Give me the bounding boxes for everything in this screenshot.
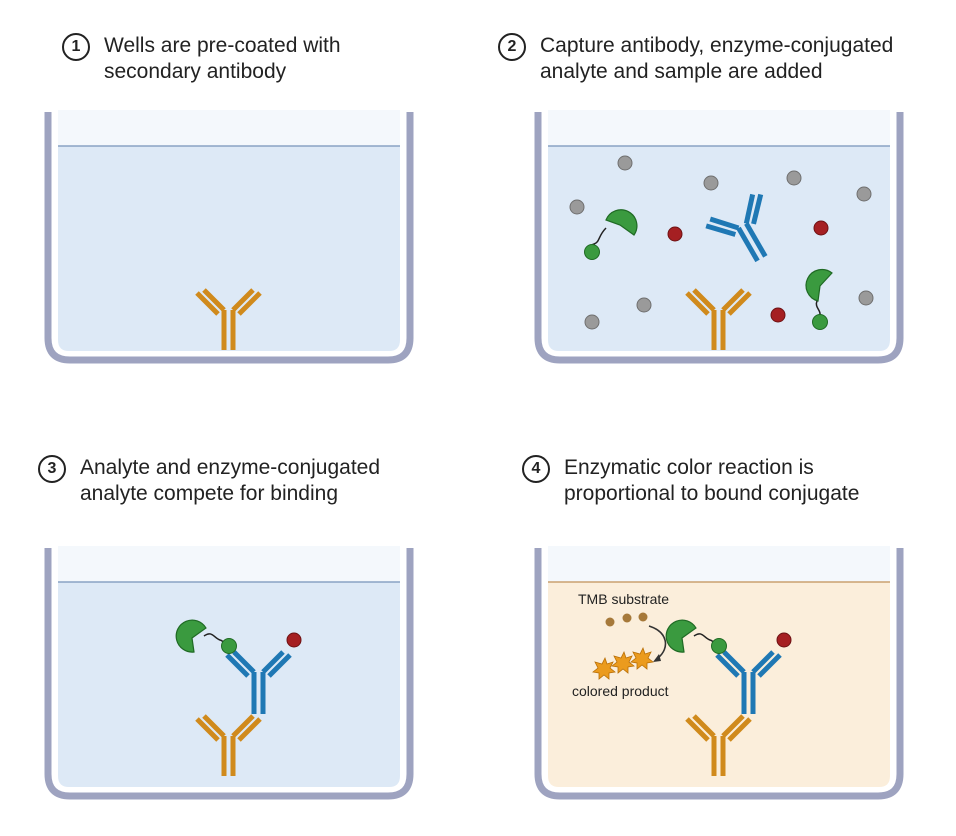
step-1-caption-line-1: Wells are pre-coated with [104, 34, 341, 57]
step-4-caption-line-2: proportional to bound conjugate [564, 482, 860, 505]
step-3-caption-line-2: analyte compete for binding [80, 482, 338, 505]
step-2-number-badge: 2 [498, 33, 526, 61]
reaction-liquid [548, 582, 890, 787]
sample-particle-icon [584, 314, 600, 330]
sample-particle-icon [636, 297, 652, 313]
tmb-substrate-icon [638, 612, 648, 622]
enzyme-conjugate-icon [665, 619, 727, 654]
liquid [548, 146, 890, 351]
analyte-particles [667, 220, 829, 323]
enzyme-conjugate-icon [175, 619, 237, 654]
sample-particle-icon [856, 186, 872, 202]
colored-product-label: colored product [572, 683, 669, 699]
step-2-caption-line-2: analyte and sample are added [540, 60, 823, 83]
step-3-caption-line-1: Analyte and enzyme-conjugated [80, 456, 381, 479]
analyte-icon [286, 632, 302, 648]
secondary-antibody-icon [195, 288, 262, 350]
step-1-number-badge: 1 [62, 33, 90, 61]
tmb-substrate-icon [605, 617, 615, 627]
step-1-caption-line-2: secondary antibody [104, 60, 287, 83]
step-4-panel: 4 Enzymatic color reaction is proportion… [478, 418, 956, 836]
step-4-well: TMB substrate colored product [534, 546, 904, 800]
colored-product-star-icon [592, 656, 616, 680]
reaction-arrow-icon [648, 625, 667, 662]
step-1-caption: 1 Wells are pre-coated with secondary an… [62, 33, 341, 85]
secondary-antibody-icon [685, 714, 752, 776]
colored-product-particles [592, 646, 654, 680]
capture-antibody-icon [225, 650, 292, 714]
secondary-antibody-icon [195, 714, 262, 776]
step-3-well [44, 546, 414, 800]
sample-particle-icon [703, 175, 719, 191]
sample-particle-icon [617, 155, 633, 171]
analyte-icon [776, 632, 792, 648]
enzyme-conjugate-icon [805, 268, 833, 330]
sample-particle-icon [786, 170, 802, 186]
colored-product-star-icon [630, 646, 654, 670]
analyte-icon [813, 220, 829, 236]
step-2-caption: 2 Capture antibody, enzyme-conjugated an… [498, 33, 893, 85]
sample-particles [569, 155, 874, 330]
colored-product-star-icon [611, 650, 635, 674]
tmb-substrate-label: TMB substrate [578, 591, 669, 607]
analyte-icon [667, 226, 683, 242]
step-4-number-badge: 4 [522, 455, 550, 483]
step-1-well [44, 110, 414, 364]
secondary-antibody-icon [685, 288, 752, 350]
analyte-icon [770, 307, 786, 323]
step-3-panel: 3 Analyte and enzyme-conjugated analyte … [0, 418, 478, 836]
step-3-number-badge: 3 [38, 455, 66, 483]
step-4-caption-line-1: Enzymatic color reaction is [564, 456, 814, 479]
step-2-well [534, 110, 904, 364]
capture-antibody-icon [715, 650, 782, 714]
enzyme-conjugate-icon [584, 209, 638, 260]
step-2-panel: 2 Capture antibody, enzyme-conjugated an… [478, 0, 956, 418]
step-4-caption: 4 Enzymatic color reaction is proportion… [522, 455, 859, 507]
tmb-substrate-icon [622, 613, 632, 623]
sample-particle-icon [858, 290, 874, 306]
liquid [58, 146, 400, 351]
step-1-panel: 1 Wells are pre-coated with secondary an… [0, 0, 478, 418]
tmb-substrate-particles [605, 612, 648, 627]
step-3-caption: 3 Analyte and enzyme-conjugated analyte … [38, 455, 380, 507]
capture-antibody-icon [705, 193, 768, 263]
liquid [58, 582, 400, 787]
step-2-caption-line-1: Capture antibody, enzyme-conjugated [540, 34, 894, 57]
sample-particle-icon [569, 199, 585, 215]
